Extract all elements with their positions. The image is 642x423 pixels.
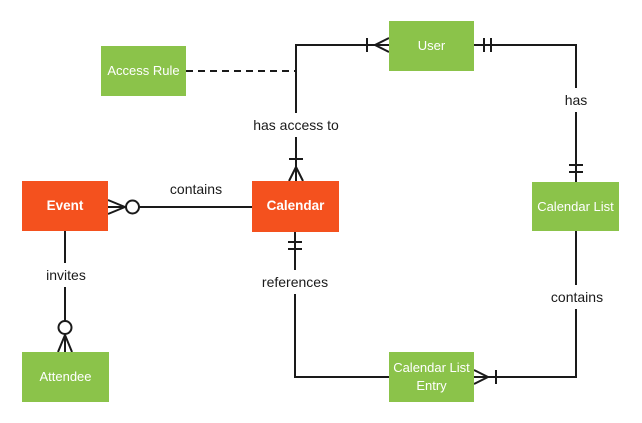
entity-attendee[interactable]: Attendee xyxy=(22,352,109,402)
entity-calendar-list-entry[interactable]: Calendar List Entry xyxy=(389,352,474,402)
edge-contains-list xyxy=(474,231,577,378)
entity-access-rule[interactable]: Access Rule xyxy=(101,46,186,96)
edge-label-references: references xyxy=(255,270,335,294)
crowfoot-leg xyxy=(107,206,126,215)
crowfoot-leg xyxy=(473,369,489,378)
crowfoot-leg xyxy=(288,166,297,182)
entity-calendar[interactable]: Calendar xyxy=(252,181,339,232)
crowfoot-leg xyxy=(374,37,390,46)
edge-label-contains-list: contains xyxy=(544,285,610,309)
edge-label-has-access-to: has access to xyxy=(247,113,345,137)
crowfoot-leg xyxy=(374,44,390,53)
crowfoot-leg xyxy=(295,166,304,182)
edge-references xyxy=(294,232,389,378)
crowfoot-leg xyxy=(64,334,73,353)
edge-label-invites: invites xyxy=(40,263,92,287)
crowfoot-leg xyxy=(473,376,489,385)
entity-user[interactable]: User xyxy=(389,21,474,71)
crowfoot-leg xyxy=(57,334,66,353)
edge-has xyxy=(474,44,577,182)
entity-event[interactable]: Event xyxy=(22,181,108,231)
crowfoot-leg xyxy=(107,199,126,208)
entity-calendar-list[interactable]: Calendar List xyxy=(532,182,619,231)
zero-ring xyxy=(57,320,73,335)
edge-label-contains-event: contains xyxy=(163,177,229,201)
edge-label-has: has xyxy=(558,88,594,112)
zero-ring xyxy=(125,199,140,215)
